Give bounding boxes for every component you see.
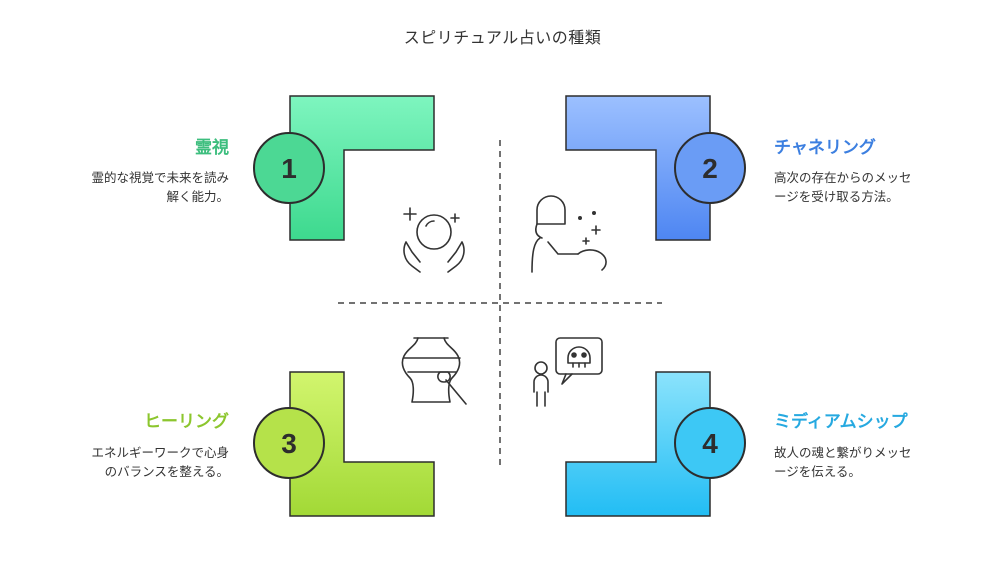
number-badge-1-label: 1 — [281, 153, 297, 184]
quadrant-2-heading: チャネリング — [774, 138, 876, 158]
quadrant-2-description: 高次の存在からのメッセ ージを受け取る方法。 — [774, 168, 912, 206]
number-badge-1: 1 — [253, 132, 325, 204]
quadrant-1-heading: 霊視 — [195, 138, 229, 158]
medium-skull-icon — [533, 337, 603, 407]
quadrant-2-shape — [565, 95, 711, 241]
vase-brush-icon — [401, 337, 467, 405]
quadrant-2-description-line-1: 高次の存在からのメッセ — [774, 170, 912, 185]
channeler-icon — [531, 195, 607, 273]
quadrant-1-shape — [289, 95, 435, 241]
quadrant-4-description-line-1: 故人の魂と繋がりメッセ — [774, 445, 912, 460]
quadrant-3-shape — [289, 371, 435, 517]
quadrant-2-description-line-2: ージを受け取る方法。 — [774, 189, 899, 204]
number-badge-3-label: 3 — [281, 428, 297, 459]
number-badge-4: 4 — [674, 407, 746, 479]
quadrant-1-description-line-1: 霊的な視覚で未来を読み — [91, 170, 229, 185]
quadrant-4-description-line-2: ージを伝える。 — [774, 464, 861, 479]
quadrant-4-description: 故人の魂と繋がりメッセ ージを伝える。 — [774, 443, 912, 481]
diagram-title: スピリチュアル占いの種類 — [403, 28, 602, 47]
number-badge-4-label: 4 — [702, 428, 718, 459]
quadrant-3-description-line-2: のバランスを整える。 — [104, 464, 229, 479]
quadrant-3-description-line-1: エネルギーワークで心身 — [91, 445, 229, 460]
quadrant-3-heading: ヒーリング — [144, 412, 229, 432]
quadrant-1-description-line-2: 解く能力。 — [166, 189, 229, 204]
number-badge-2: 2 — [674, 132, 746, 204]
crystal-ball-hands-icon — [403, 207, 465, 273]
quadrant-4-shape — [565, 371, 711, 517]
quadrant-3-description: エネルギーワークで心身 のバランスを整える。 — [91, 443, 229, 481]
quadrant-4-heading: ミディアムシップ — [774, 412, 908, 432]
number-badge-2-label: 2 — [702, 153, 718, 184]
number-badge-3: 3 — [253, 407, 325, 479]
quadrant-1-description: 霊的な視覚で未来を読み 解く能力。 — [91, 168, 229, 206]
